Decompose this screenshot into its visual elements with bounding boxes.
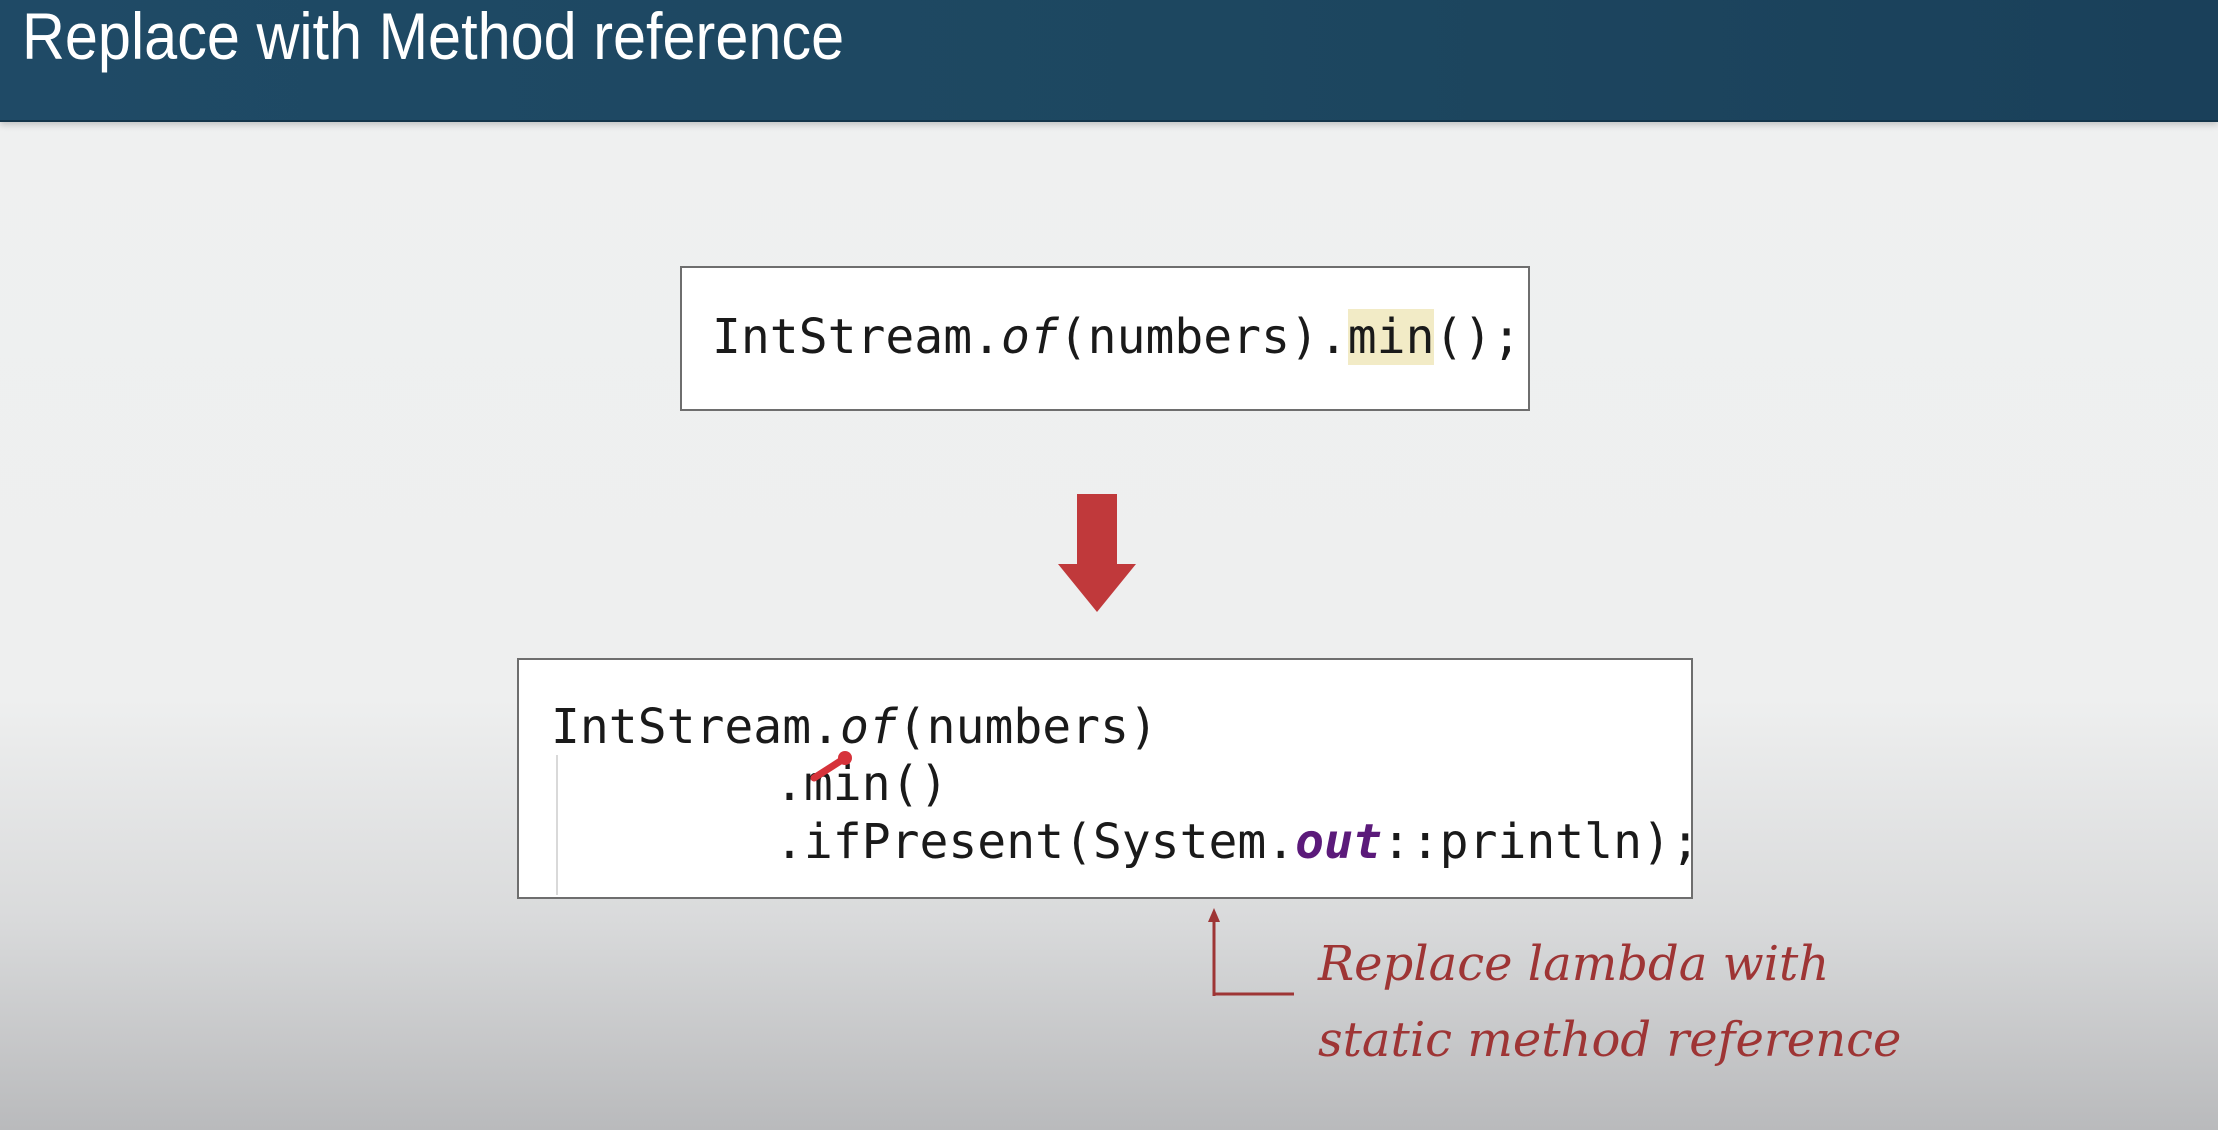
annotation-note: Replace lambda with static method refere… xyxy=(1318,926,1901,1078)
down-arrow-icon xyxy=(1058,494,1136,612)
annotation-line-1: Replace lambda with xyxy=(1318,936,1830,992)
pen-cursor-mark xyxy=(810,751,852,782)
code-class: IntStream. xyxy=(551,699,840,755)
code-args: (numbers) xyxy=(897,699,1158,755)
up-arrow-icon xyxy=(1208,908,1294,996)
before-code-line: IntStream.of(numbers).min(); xyxy=(712,308,1521,366)
indent-guide xyxy=(556,755,558,895)
after-code-box: IntStream.of(numbers) .min() .ifPresent(… xyxy=(517,658,1700,899)
after-code-line-1: IntStream.of(numbers) xyxy=(551,698,1158,756)
slide-title: Replace with Method reference xyxy=(22,0,845,73)
code-method-of: of xyxy=(1000,309,1059,365)
code-highlight-min: min xyxy=(1347,309,1435,365)
code-method-ref: ::println); xyxy=(1381,814,1700,870)
code-field-out: out xyxy=(1295,814,1382,870)
before-code-box: IntStream.of(numbers).min(); xyxy=(680,266,1530,411)
after-code-line-3: .ifPresent(System.out::println); xyxy=(775,813,1700,871)
annotation-line-2: static method reference xyxy=(1318,1012,1902,1068)
code-args: (numbers). xyxy=(1058,309,1348,365)
code-call: .ifPresent(System. xyxy=(775,814,1296,870)
code-method-of: of xyxy=(839,699,898,755)
slide-header: Replace with Method reference xyxy=(0,0,2218,122)
code-class: IntStream. xyxy=(712,309,1001,365)
code-end: (); xyxy=(1434,309,1522,365)
after-code-line-2: .min() xyxy=(775,756,949,812)
